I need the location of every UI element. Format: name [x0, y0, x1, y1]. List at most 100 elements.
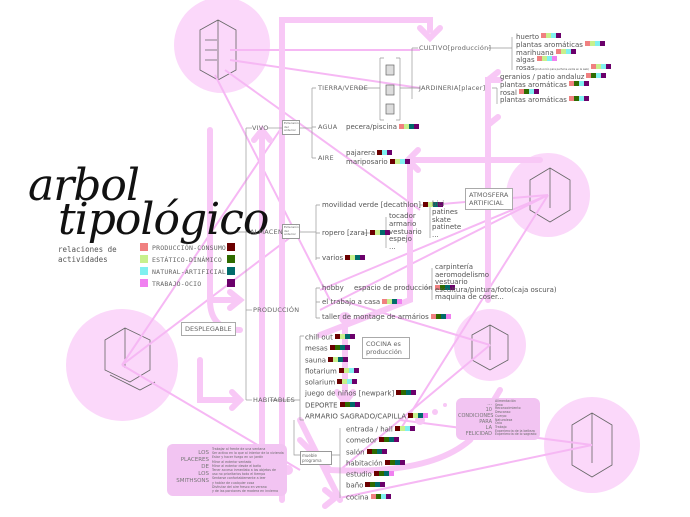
movilidad-verde: movilidad verde [decathlon]	[322, 201, 443, 209]
activity-swatch	[430, 313, 451, 321]
mueble-item: cocina	[346, 492, 415, 503]
hobby-item: escultura/pintura/foto(caja oscura)	[435, 285, 557, 294]
item-label: rosas	[516, 64, 535, 73]
condiciones-item: Reconocimiento	[495, 406, 521, 411]
placeres-item: Mirar al exterior sentado	[212, 459, 252, 464]
activity-swatch	[339, 400, 360, 411]
item-label: estudio	[346, 470, 372, 479]
activity-swatch	[408, 411, 429, 422]
hobby: hobby	[322, 284, 344, 292]
placeres-item: Tener acceso inmediato a los objetos de	[212, 468, 276, 473]
plant-icons	[385, 64, 395, 115]
item-label: pajarera	[346, 149, 376, 157]
condiciones-item: Trabajo	[495, 424, 507, 429]
activity-swatch	[337, 377, 358, 388]
condiciones-item: Experiencia de la belleza	[495, 428, 535, 433]
ropero-item: tocador	[389, 212, 416, 220]
activity-swatch	[389, 158, 410, 166]
placeres-item: Trabajar al frente de una ventana	[212, 447, 266, 451]
hobby-item: carpintería	[435, 263, 474, 271]
activity-swatch	[434, 284, 455, 292]
condiciones-item: Descanso	[495, 410, 511, 415]
activity-swatch	[568, 80, 589, 89]
item-label: habitación	[346, 459, 383, 468]
movilidad-item: ...	[432, 231, 439, 240]
activity-swatch	[384, 458, 405, 469]
legend-swatch-light	[140, 243, 148, 251]
activity-swatch	[541, 33, 562, 41]
jardineria: JARDINERIA[placer]	[419, 84, 486, 92]
condiciones-item: Naturaleza	[495, 417, 513, 422]
habitable-item: juego de niños [newpark]	[305, 388, 428, 399]
desplegable-box: DESPLEGABLE	[181, 322, 236, 336]
activity-swatch	[396, 388, 417, 399]
mueble-programa-box: mueble programa	[300, 451, 332, 465]
activity-swatch	[369, 229, 390, 237]
item-label: plantas aromáticas	[516, 40, 583, 49]
agua: AGUA	[318, 123, 338, 131]
item-label: espacio de producción	[354, 284, 433, 292]
jardineria-item: rosal	[500, 88, 606, 97]
mueble-item: habitación	[346, 458, 415, 469]
legend-swatch-dark	[227, 255, 235, 263]
aire: AIRE	[318, 154, 334, 162]
activity-swatch	[591, 64, 612, 72]
legend-label: ESTÁTICO-DINÁMICO	[152, 256, 222, 264]
activity-swatch	[328, 355, 349, 366]
item-label: plantas aromáticas	[500, 96, 567, 105]
activity-swatch	[345, 254, 366, 262]
activity-swatch	[382, 298, 403, 306]
item-label: sauna	[305, 356, 327, 365]
activity-swatch	[370, 492, 391, 503]
item-label: taller de montage de armários	[322, 313, 429, 321]
placeres-item: Ser activo en lo que al interior de la v…	[212, 451, 284, 456]
activity-swatch	[518, 88, 539, 97]
condiciones-item: Ocio	[495, 421, 503, 426]
item-label: solarium	[305, 378, 336, 387]
movilidad-item: patinete	[432, 223, 462, 232]
cocina-produccion-box: COCINA es producción	[362, 337, 410, 359]
placeres-item: Mirar al exterior desde el baño	[212, 463, 261, 468]
activity-swatch	[394, 424, 415, 435]
jardineria-item: plantas aromáticas	[500, 96, 606, 104]
placeres-heading-line: PLACERES	[180, 457, 209, 463]
habitable-item: ARMARIO SAGRADO/CAPILLA	[305, 411, 429, 422]
jardineria-item: plantas aromáticas	[500, 80, 606, 89]
activity-swatch	[378, 435, 399, 446]
mueble-item: baño	[346, 480, 415, 491]
item-label: movilidad verde [decathlon]	[322, 201, 421, 209]
activity-swatch	[338, 366, 359, 377]
condiciones-heading-line: LA	[485, 425, 492, 431]
pajarera: pajarera	[346, 149, 393, 157]
ropero-item: ...	[389, 243, 396, 252]
hobby-item: aeromodelismo	[435, 270, 490, 279]
jardineria-item: geranios / patio andaluz	[500, 73, 607, 81]
mueble-item: salón	[346, 447, 415, 458]
activity-swatch	[329, 343, 350, 354]
subtitle: relaciones de actividades	[58, 245, 117, 264]
pecera: pecera/piscina	[346, 123, 419, 131]
movilidad-item: bici	[432, 200, 445, 208]
legend-swatch-light	[140, 267, 148, 275]
habitable-item: mesas	[305, 343, 428, 354]
ropero-item: espejo	[389, 235, 412, 244]
item-label: entrada / hall	[346, 425, 393, 434]
item-label: ARMARIO SAGRADO/CAPILLA	[305, 412, 407, 421]
extension-box-vivo: Extensión del anterior	[282, 120, 300, 135]
mueble-item: estudio	[346, 469, 415, 480]
item-label: ropero [zara]	[322, 229, 368, 237]
habitable-item: DEPORTE	[305, 400, 428, 411]
tierra-verde: TIERRA/VERDE	[318, 84, 368, 92]
placeres-item: uso no prioritarios todo el tiempo	[212, 472, 266, 477]
varios: varios	[322, 254, 366, 262]
item-label: mariposario	[346, 158, 388, 166]
